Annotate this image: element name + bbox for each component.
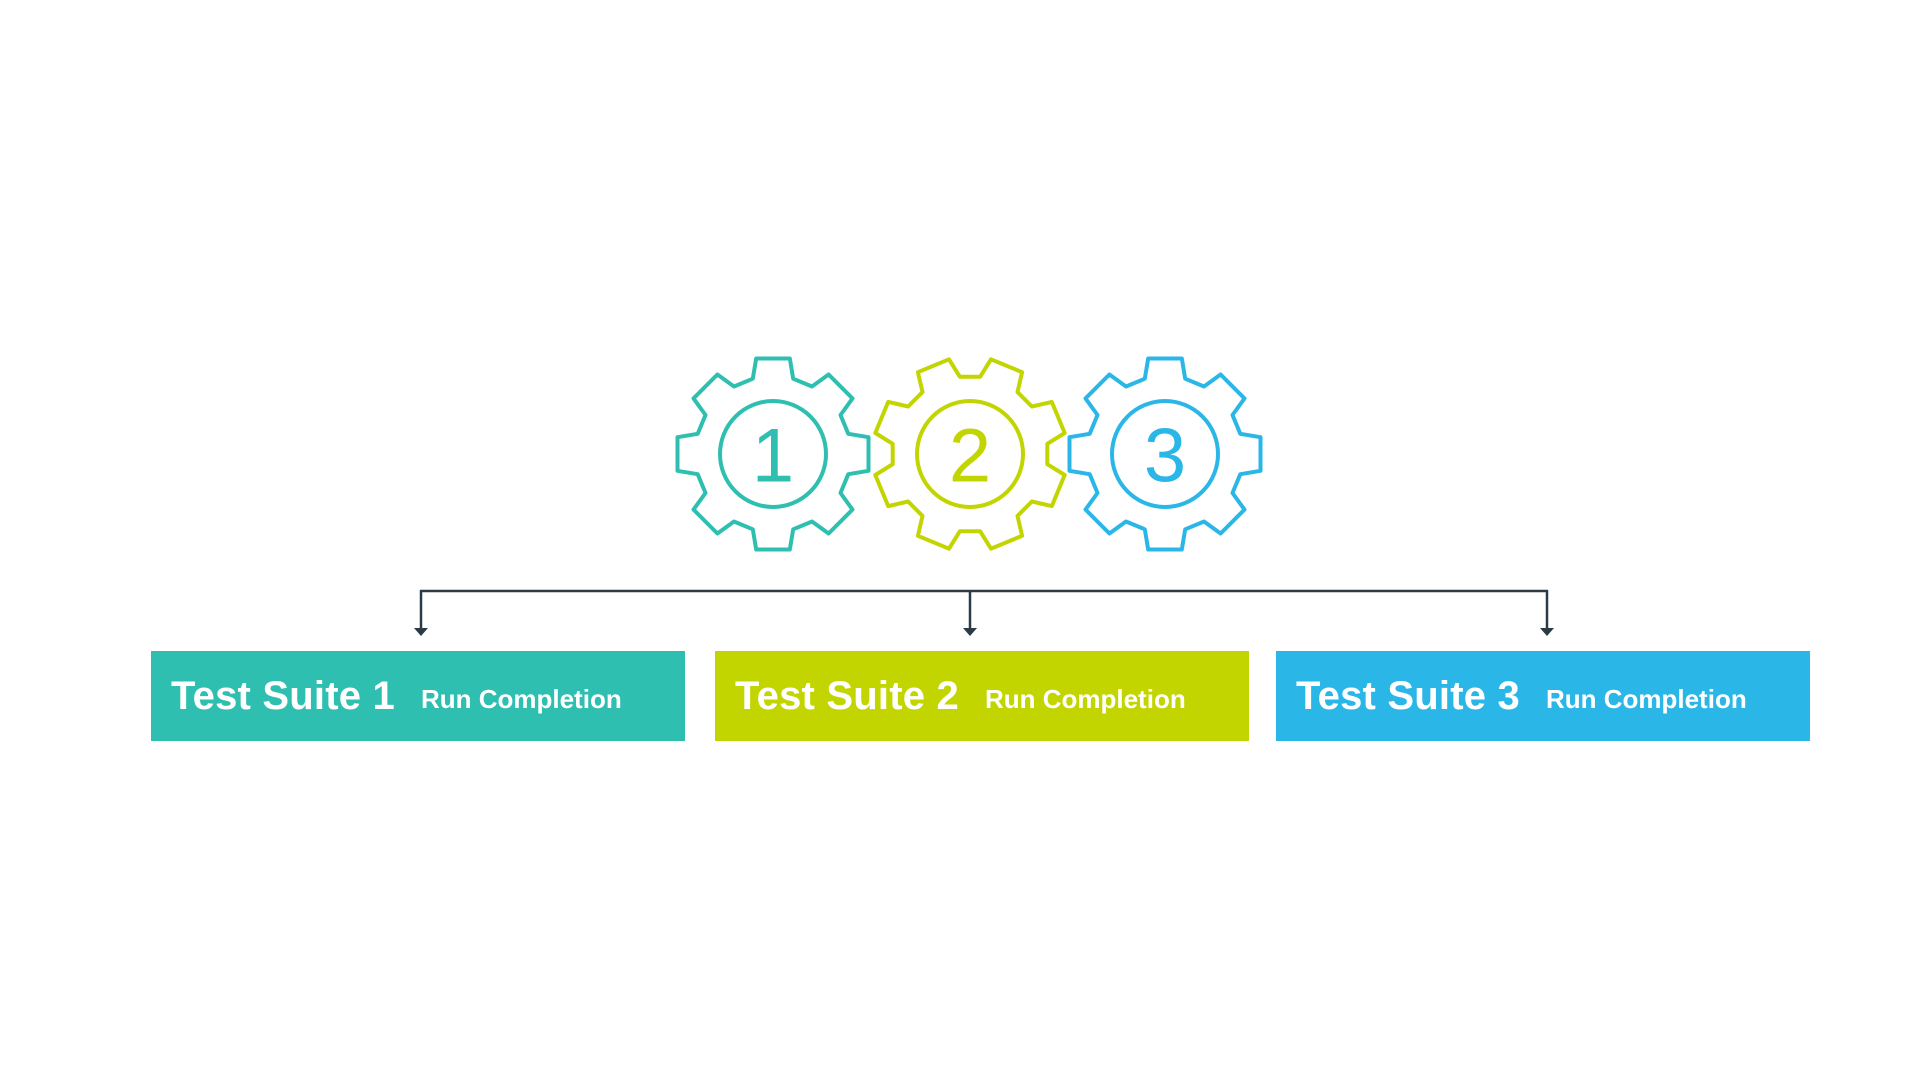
arrow-down-icon [963, 628, 977, 636]
gear-2-number: 2 [949, 414, 991, 499]
test-suite-2-box: Test Suite 2 Run Completion [715, 651, 1249, 741]
gear-3-number: 3 [1144, 414, 1186, 499]
gear-3-icon: 3 [1067, 356, 1263, 552]
test-suite-2-subtitle: Run Completion [984, 683, 1186, 714]
gear-3-outline [1067, 356, 1263, 552]
arrow-down-icon [1540, 628, 1554, 636]
test-suite-3-subtitle: Run Completion [1545, 683, 1747, 714]
test-suite-1-subtitle: Run Completion [420, 683, 622, 714]
gear-1-outline [675, 356, 871, 552]
arrow-down-icon [414, 628, 428, 636]
gear-2-ring [915, 399, 1025, 509]
test-suite-1-title: Test Suite 1 [171, 673, 395, 718]
connector-tree [414, 589, 1554, 636]
test-suite-2-title: Test Suite 2 [735, 673, 959, 718]
gear-2-outline [873, 357, 1067, 551]
test-suite-3-box: Test Suite 3 Run Completion [1276, 651, 1810, 741]
gear-2-icon: 2 [873, 357, 1067, 551]
gear-1-icon: 1 [675, 356, 871, 552]
gear-3-ring [1110, 399, 1220, 509]
gear-1-ring [718, 399, 828, 509]
gear-1-number: 1 [752, 414, 794, 499]
test-suite-3-title: Test Suite 3 [1296, 673, 1520, 718]
test-suite-1-box: Test Suite 1 Run Completion [151, 651, 685, 741]
